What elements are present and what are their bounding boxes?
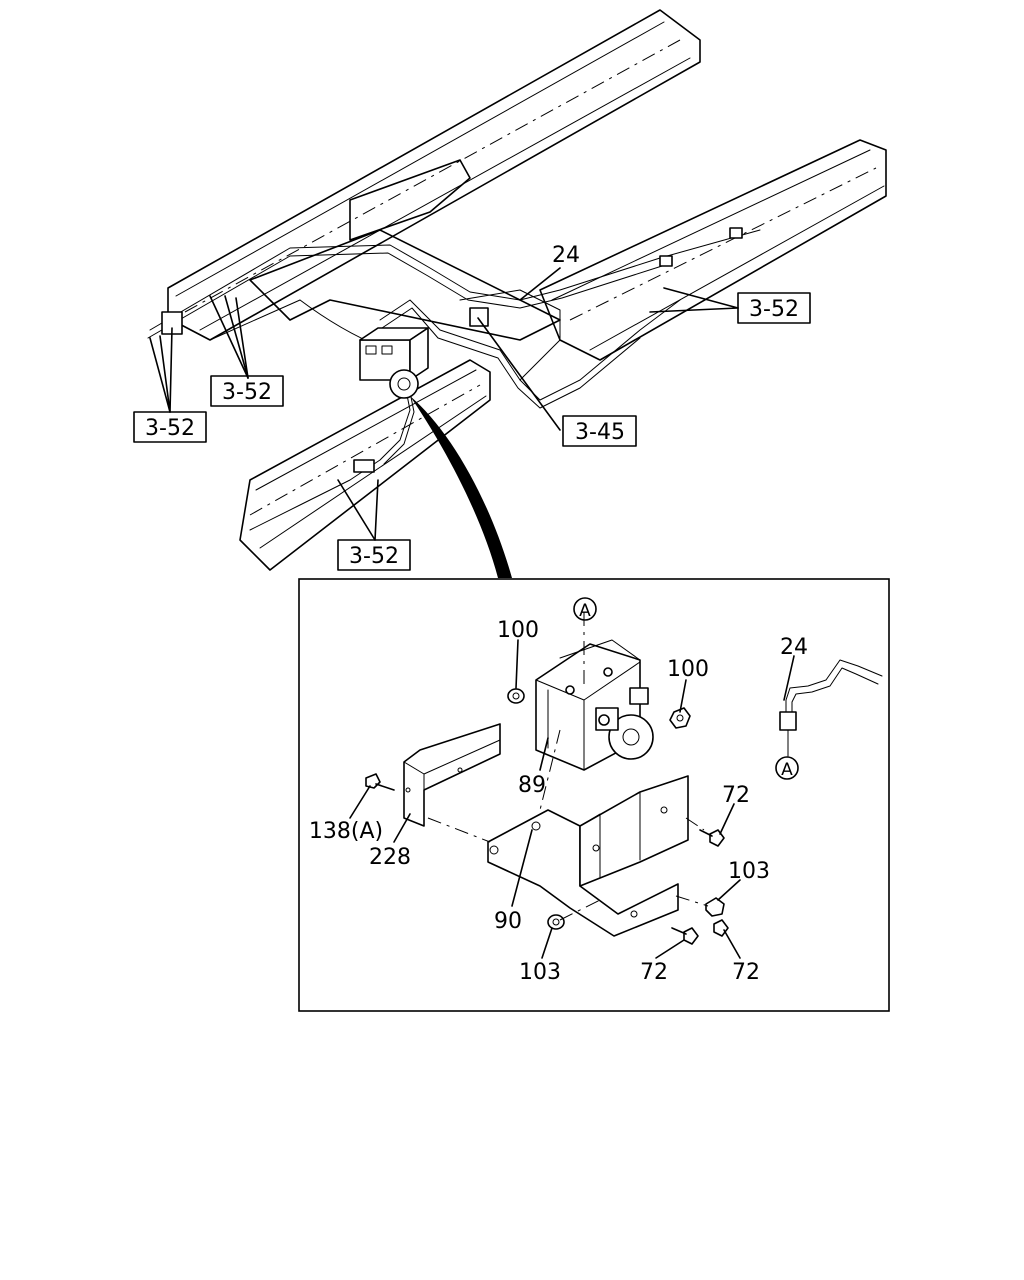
label-228: 228 [369, 845, 411, 870]
pipe-clips-overview [161, 227, 743, 473]
circle-marker-a-pipe: A [775, 756, 799, 780]
ref-text: 3-52 [145, 416, 195, 441]
bolt-72-bottom-left [671, 927, 699, 945]
label-103-right: 103 [728, 859, 770, 884]
label-138a: 138(A) [309, 819, 383, 844]
nut-103-right [705, 897, 725, 917]
leaders-detail [349, 639, 795, 959]
label-24: 24 [780, 635, 808, 660]
abs-hydraulic-unit [535, 639, 654, 771]
ref-text: 3-52 [749, 297, 799, 322]
ref-box-top-right: 3-52 [737, 292, 811, 324]
label-pipe-24-overview: 24 [552, 243, 580, 268]
marker-text: A [579, 601, 591, 621]
assembly-lines [427, 612, 709, 921]
ref-box-left-mid: 3-52 [210, 375, 284, 407]
label-72-bottom-right: 72 [732, 960, 760, 985]
label-72-top: 72 [722, 783, 750, 808]
nut-100-left [507, 688, 525, 704]
label-103-bottom: 103 [519, 960, 561, 985]
leaders-overview [149, 267, 739, 541]
ref-box-center: 3-45 [562, 415, 637, 447]
label-100-right: 100 [667, 657, 709, 682]
marker-text: A [781, 760, 793, 780]
label-90: 90 [494, 909, 522, 934]
ref-box-bottom: 3-52 [337, 539, 411, 571]
ref-box-left-low: 3-52 [133, 411, 207, 443]
bolt-138a [365, 773, 395, 791]
ref-text: 3-52 [222, 380, 272, 405]
detail-callout-wedge [410, 396, 512, 578]
abs-unit-overview [359, 327, 429, 399]
circle-marker-a-top: A [573, 597, 597, 621]
nut-103-bottom [547, 914, 565, 930]
label-72-bottom-left: 72 [640, 960, 668, 985]
ref-text: 3-45 [575, 420, 625, 445]
nut-100-right [669, 707, 691, 729]
chassis-frame-overview [167, 9, 887, 571]
label-100-left: 100 [497, 618, 539, 643]
brake-pipe-24-detail [779, 659, 883, 757]
ref-text: 3-52 [349, 544, 399, 569]
label-89: 89 [518, 773, 546, 798]
